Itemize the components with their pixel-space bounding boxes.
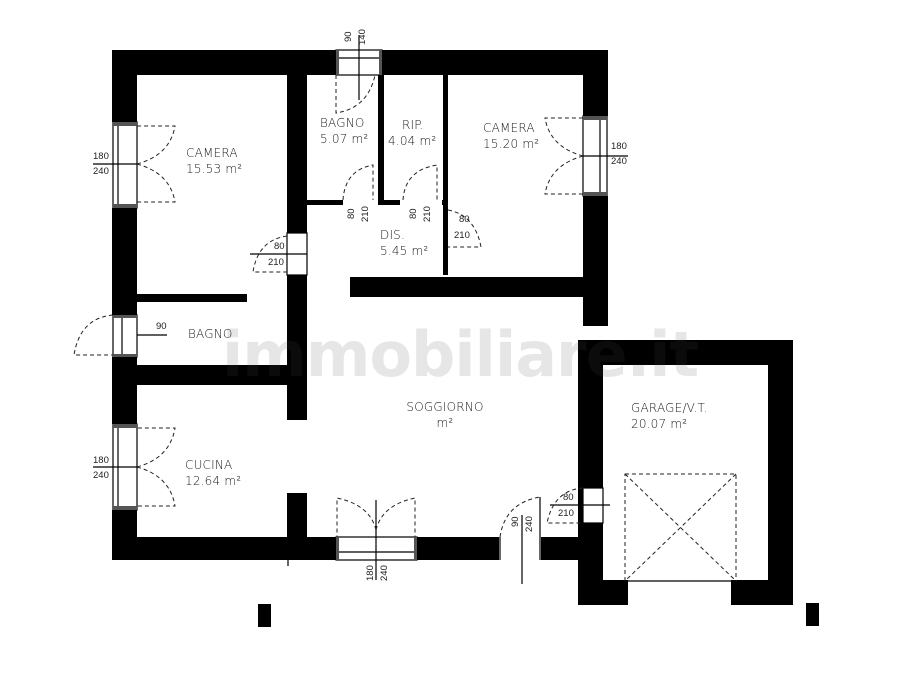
- dim-camera1-window-h: 240: [93, 166, 109, 177]
- room-name: RIP.: [402, 118, 424, 132]
- dim-rip-door-w: 80: [408, 208, 419, 219]
- room-area: 5.07 m²: [320, 132, 369, 146]
- dim-camera1-door-w: 80: [274, 241, 285, 252]
- door-swings: [73, 74, 737, 582]
- room-area: 15.53 m²: [186, 162, 243, 176]
- room-name: BAGNO: [188, 327, 233, 341]
- room-area: 12.64 m²: [185, 474, 242, 488]
- dim-soggiorno-window-w: 180: [365, 565, 376, 581]
- room-area: 5.45 m²: [380, 244, 429, 258]
- room-name: BAGNO: [320, 116, 365, 130]
- room-area: 4.04 m²: [388, 134, 437, 148]
- room-garage: GARAGE/V.T. 20.07 m²: [631, 400, 708, 432]
- dim-camera1-window-w: 180: [93, 151, 109, 162]
- room-area: 15.20 m²: [483, 137, 540, 151]
- room-camera-1: CAMERA 15.53 m²: [186, 145, 242, 177]
- room-name: GARAGE/V.T.: [631, 401, 708, 415]
- dim-garage-door-h: 210: [558, 508, 574, 519]
- dim-rip-door-h: 210: [422, 206, 433, 222]
- room-ripostiglio: RIP. 4.04 m²: [388, 117, 436, 149]
- window-camera-left: [112, 121, 138, 209]
- room-name: CAMERA: [483, 121, 535, 135]
- dim-cucina-window-h: 240: [93, 470, 109, 481]
- dim-entry-door-w: 90: [510, 516, 521, 527]
- dim-camera2-window-h: 240: [611, 156, 627, 167]
- room-bagno-1: BAGNO 5.07 m²: [320, 115, 368, 147]
- dim-cucina-window-w: 180: [93, 455, 109, 466]
- room-camera-2: CAMERA 15.20 m²: [483, 120, 539, 152]
- dim-camera2-window-w: 180: [611, 141, 627, 152]
- dim-entry-door-h: 240: [524, 516, 535, 532]
- window-bagno-left: [112, 314, 138, 358]
- room-name: SOGGIORNO: [406, 400, 484, 414]
- walls: [112, 50, 819, 627]
- dim-bagno2-window-w: 90: [156, 321, 167, 332]
- dim-camera1-door-h: 210: [268, 257, 284, 268]
- dim-top-window-w: 90: [343, 31, 354, 42]
- room-soggiorno: SOGGIORNO m²: [402, 399, 488, 431]
- dim-top-window-h: 140: [357, 29, 368, 45]
- room-name: DIS.: [380, 228, 406, 242]
- room-bagno-2: BAGNO: [188, 326, 233, 342]
- room-area: 20.07 m²: [631, 417, 688, 431]
- dim-bagno1-door-h: 210: [360, 206, 371, 222]
- room-area: m²: [436, 416, 454, 430]
- room-disimpegno: DIS. 5.45 m²: [380, 227, 428, 259]
- room-name: CAMERA: [186, 146, 238, 160]
- dim-camera2-door-w: 80: [459, 214, 470, 225]
- dim-soggiorno-window-h: 240: [379, 565, 390, 581]
- dim-camera2-door-h: 210: [454, 230, 470, 241]
- dim-bagno1-door-w: 80: [346, 208, 357, 219]
- room-name: CUCINA: [185, 458, 233, 472]
- dim-garage-door-w: 80: [563, 492, 574, 503]
- room-cucina: CUCINA 12.64 m²: [185, 457, 241, 489]
